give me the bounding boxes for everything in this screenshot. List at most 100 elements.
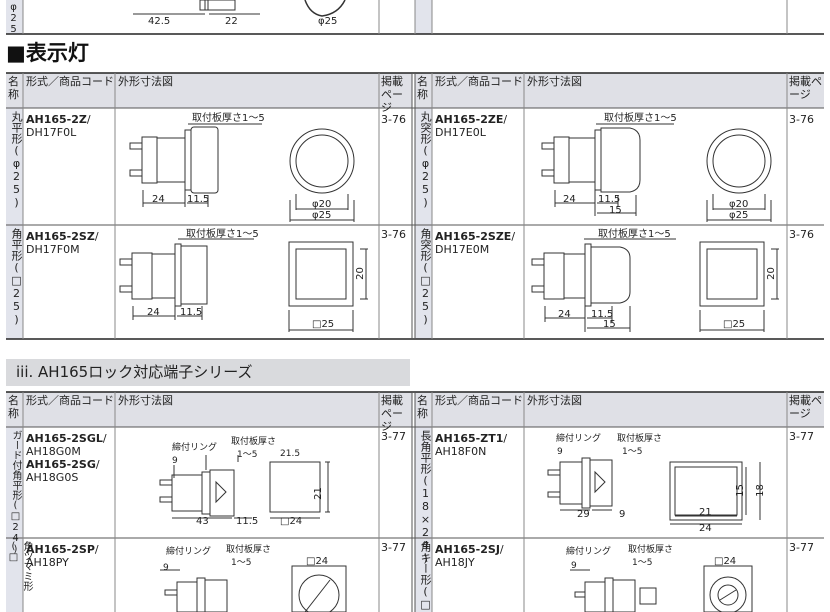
s1-h-fig-l: 外形寸法図 [118,75,173,88]
drawing-round-flat-side [129,123,262,207]
s1-r3-page: 3-76 [381,228,406,241]
s1-r1-name: 丸平形(φ25) [10,111,23,209]
s1-r4-d1: 24 [558,309,571,320]
s2-r3-ring: 締付リング [166,547,212,557]
s2-r3-range: 1〜5 [231,558,252,568]
s1-r3-d2: 11.5 [180,307,203,318]
section-title-lock-series: iii. AH165ロック対応端子シリーズ [6,359,410,386]
s1-r3-code: AH165-2SZ/DH17F0M [26,230,99,256]
s1-h-type-l: 形式／商品コード [26,75,114,88]
s2-r2-d21: 21 [699,507,712,518]
s1-header-right [415,73,824,108]
s2-r4-range: 1〜5 [632,558,653,568]
s2-h-fig-r: 外形寸法図 [527,394,582,407]
drawing-key-front [703,565,753,612]
drawing-long-rect-front [669,461,761,525]
s2-header-left [6,392,412,427]
s1-h-name-r: 名称 [417,75,428,101]
s2-r3-page: 3-77 [381,541,406,554]
s1-namecol-left [6,108,23,339]
s1-h-page-l: 掲載ページ [381,75,403,114]
s2-r4-name: 角キー形(□ [419,541,432,611]
s2-r2-d9b: 9 [619,509,626,520]
top-name-cell-left [6,0,23,34]
s2-namecol-right [415,427,432,612]
s1-r4-sq: □25 [723,319,746,330]
s2-r1-code: AH165-2SGL/AH18G0M AH165-2SG/AH18G0S [26,432,107,484]
s2-r2-plate: 取付板厚さ [617,434,663,444]
s2-h-name-l: 名称 [8,394,19,420]
s2-r4-ring: 締付リング [566,547,612,557]
s2-r4-sq: □24 [714,556,737,567]
top-dim-b: 22 [225,16,238,27]
s2-r3-plate: 取付板厚さ [226,545,272,555]
s1-r3-sq: □25 [312,319,335,330]
s1-header-left [6,73,412,108]
drawing-square-flat-front [288,241,368,332]
s2-header-right [415,392,824,427]
s2-r2-s15: 15 [734,484,746,497]
s2-r1-plate: 取付板厚さ [231,437,277,447]
drawing-round-proj-front [706,128,772,222]
s2-r2-d24: 24 [699,523,712,534]
s1-r1-dia1: φ20 [312,199,332,210]
top-side-text: φ25 [8,2,19,35]
s1-r2-code: AH165-2ZE/DH17E0L [435,113,508,139]
s2-h-type-l: 形式／商品コード [26,394,114,407]
s2-r1-ring: 締付リング [172,443,218,453]
s2-r4-d9: 9 [571,561,577,571]
top-dim-a: 42.5 [148,16,171,27]
s2-r1-d9: 9 [172,456,178,466]
s2-r4-plate: 取付板厚さ [628,545,674,555]
s2-r1-range: 1〜5 [237,450,258,460]
drawing-key-side [570,569,657,612]
s1-r3-d1: 24 [147,307,160,318]
s2-r2-d9: 9 [557,447,563,457]
s1-r2-d2: 11.5 [598,194,621,205]
s2-r4-code: AH165-2SJ/AH18JY [435,543,504,569]
s1-r2-d1: 24 [563,194,576,205]
s2-r1-d115: 11.5 [236,516,259,527]
s1-r2-page: 3-76 [789,113,814,126]
s2-r2-name: 長角平形(18×24) [419,430,432,565]
s2-r2-s18: 18 [754,484,766,497]
s2-r2-code: AH165-ZT1/AH18F0N [435,432,508,458]
s1-h-fig-r: 外形寸法図 [527,75,582,88]
s1-r1-d1: 24 [152,194,165,205]
drawing-square-knob-side [160,569,228,612]
s2-r2-ring: 締付リング [556,434,602,444]
s2-r1-sq: □24 [280,516,303,527]
s2-h-name-r: 名称 [417,394,428,420]
s1-namecol-right [415,108,432,339]
drawing-round-flat-front [289,128,355,222]
s1-r4-code: AH165-2SZE/DH17E0M [435,230,516,256]
s1-r2-plate: 取付板厚さ1〜5 [604,113,677,124]
drawing-square-flat-side [119,238,254,320]
s2-r4-page: 3-77 [789,541,814,554]
s1-r1-plate: 取付板厚さ1〜5 [192,113,265,124]
s1-h-name-l: 名称 [8,75,19,101]
drawing-square-proj-side [531,238,676,332]
s1-r2-dia1: φ20 [729,199,749,210]
s2-h-fig-l: 外形寸法図 [118,394,173,407]
s1-r1-dia2: φ25 [312,210,332,221]
s2-r3-sq: □24 [306,556,329,567]
drawing-long-rect-side [547,457,613,511]
s2-h-page-r: 掲載ページ [789,394,822,420]
drawing-square-proj-front [699,241,779,332]
s2-r3-code: AH165-2SP/AH18PY [26,543,99,569]
s1-h-type-r: 形式／商品コード [435,75,523,88]
s2-r1-page: 3-77 [381,430,406,443]
s1-r2-dia2: φ25 [729,210,749,221]
s1-r1-page: 3-76 [381,113,406,126]
s1-r3-plate: 取付板厚さ1〜5 [186,229,259,240]
s1-r2-name: 丸突形(φ25) [419,111,432,209]
drawing-round-proj-side [541,123,674,216]
s2-r2-page: 3-77 [789,430,814,443]
s1-r1-d2: 11.5 [187,194,210,205]
s2-namecol-left [6,427,23,612]
s1-r3-name: 角平形(□25) [10,228,23,326]
